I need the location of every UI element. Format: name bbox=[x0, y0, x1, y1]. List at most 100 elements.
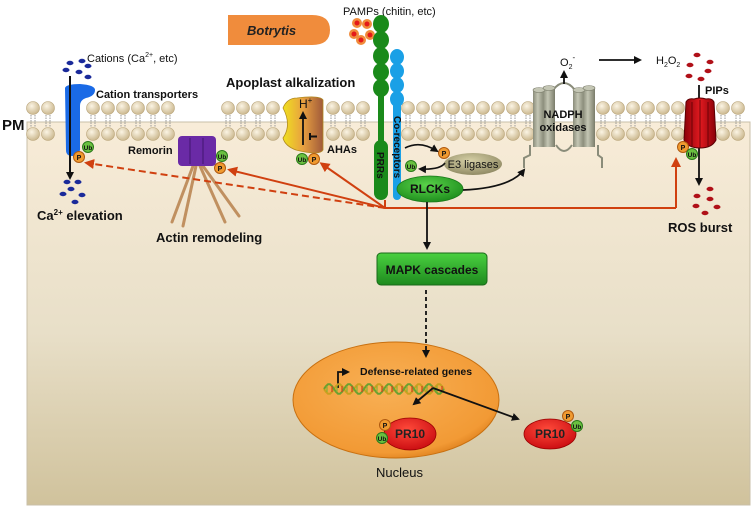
gene-to-cytoplasmic-pr10-arrow bbox=[432, 387, 520, 421]
transcription-start-arrow bbox=[337, 368, 350, 388]
lipid bbox=[251, 101, 265, 141]
pamps-chitin-particles bbox=[349, 18, 375, 45]
pr10-nuclear-modifications: P Ub bbox=[376, 419, 391, 444]
pips-label: PIPs bbox=[705, 85, 729, 97]
remorin-label: Remorin bbox=[128, 145, 173, 157]
lipid bbox=[86, 101, 100, 141]
lipid bbox=[26, 101, 40, 141]
lipid bbox=[101, 101, 115, 141]
lipid bbox=[491, 101, 505, 141]
lipid bbox=[611, 101, 625, 141]
pip-aquaporin bbox=[683, 85, 717, 186]
lipid bbox=[221, 101, 235, 141]
svg-text:P: P bbox=[77, 155, 82, 162]
nadph-oxidases-label-2: oxidases bbox=[539, 122, 586, 134]
signal-arrows bbox=[84, 157, 681, 209]
svg-text:P: P bbox=[566, 414, 571, 421]
rlcks bbox=[396, 175, 464, 203]
e3-ligases-label: E3 ligases bbox=[448, 159, 499, 171]
lipid bbox=[521, 101, 535, 141]
ros-burst-label: ROS burst bbox=[668, 220, 733, 235]
e3-ligases bbox=[444, 153, 502, 175]
h2o2-particles bbox=[685, 52, 714, 82]
pr10-cytoplasmic-label: PR10 bbox=[535, 427, 565, 441]
svg-text:Ub: Ub bbox=[218, 154, 227, 161]
co-receptor bbox=[390, 49, 404, 200]
pip-modifications: P Ub bbox=[677, 141, 698, 160]
rlck-to-nadph-arrow bbox=[462, 168, 526, 191]
co-receptors-label: Co-receptors bbox=[391, 116, 402, 179]
lipid bbox=[431, 101, 445, 141]
aha-modifications: Ub P bbox=[296, 153, 320, 165]
svg-text:Ub: Ub bbox=[84, 145, 93, 152]
lipid bbox=[341, 101, 355, 141]
cation-transporter-modifications: Ub P bbox=[73, 141, 94, 163]
lipid bbox=[461, 101, 475, 141]
svg-text:Ub: Ub bbox=[298, 157, 307, 164]
lipid bbox=[656, 101, 670, 141]
svg-text:P: P bbox=[218, 166, 223, 173]
plasma-membrane bbox=[26, 101, 745, 141]
h2o2-label: H2O2 bbox=[656, 55, 680, 69]
e3-phospho bbox=[438, 147, 450, 159]
lipid bbox=[41, 101, 55, 141]
prrs-label: PRRs bbox=[374, 152, 385, 179]
lipid bbox=[716, 101, 730, 141]
pr10-cytoplasmic-modifications: P Ub bbox=[562, 410, 583, 432]
svg-text:Ub: Ub bbox=[573, 424, 582, 431]
lipid bbox=[641, 101, 655, 141]
co-receptor-ub bbox=[405, 160, 417, 172]
lipid bbox=[236, 101, 250, 141]
cation-transporter bbox=[65, 76, 95, 180]
superoxide-label: O2- bbox=[560, 53, 575, 71]
lipid bbox=[356, 101, 370, 141]
e3-to-ub-arrow bbox=[418, 162, 446, 174]
dna-strand bbox=[323, 383, 445, 395]
botrytis-pathogen: Botrytis bbox=[228, 15, 330, 45]
lipid bbox=[131, 101, 145, 141]
mapk-cascades-label: MAPK cascades bbox=[386, 263, 479, 277]
cation-particles bbox=[62, 58, 92, 80]
lipid bbox=[596, 101, 610, 141]
pamps-label: PAMPs (chitin, etc) bbox=[343, 6, 436, 18]
ahas-label: AHAs bbox=[327, 144, 357, 156]
svg-text:P: P bbox=[383, 423, 388, 430]
remorin bbox=[178, 136, 216, 166]
actin-remodeling-label: Actin remodeling bbox=[156, 230, 262, 245]
gene-to-pr10-arrows bbox=[412, 387, 434, 406]
nadph-oxidases-label-1: NADPH bbox=[543, 109, 582, 121]
pr10-cytoplasmic bbox=[523, 418, 577, 450]
lipid bbox=[401, 101, 415, 141]
lipid bbox=[161, 101, 175, 141]
lipid bbox=[671, 101, 685, 141]
svg-text:Ub: Ub bbox=[688, 152, 697, 159]
nucleus-label: Nucleus bbox=[376, 465, 423, 480]
ros-burst-particles bbox=[692, 186, 721, 216]
defense-genes-label: Defense-related genes bbox=[360, 366, 472, 378]
lipid bbox=[731, 101, 745, 141]
remorin-modifications: Ub P bbox=[214, 150, 228, 174]
lipid bbox=[116, 101, 130, 141]
calcium-elevation-particles bbox=[59, 179, 86, 205]
svg-text:P: P bbox=[312, 157, 317, 164]
cations-label: Cations (Ca2+, etc) bbox=[87, 52, 178, 65]
pm-label: PM bbox=[2, 117, 25, 134]
lipid bbox=[446, 101, 460, 141]
svg-text:Ub: Ub bbox=[378, 436, 387, 443]
lipid bbox=[416, 101, 430, 141]
co-receptor-to-e3-arrow bbox=[404, 143, 439, 153]
e3-phospho-label: P bbox=[442, 151, 447, 158]
h-plus-label: H+ bbox=[299, 96, 313, 111]
actin-filaments bbox=[170, 164, 241, 228]
lipid bbox=[626, 101, 640, 141]
co-receptor-ub-label: Ub bbox=[407, 164, 416, 171]
lipid bbox=[326, 101, 340, 141]
aha-proton-pump bbox=[282, 96, 324, 154]
svg-text:P: P bbox=[681, 145, 686, 152]
lipid bbox=[506, 101, 520, 141]
lipid bbox=[476, 101, 490, 141]
rlcks-label: RLCKs bbox=[410, 182, 450, 196]
ca-elevation-label: Ca2+ elevation bbox=[37, 208, 123, 223]
nadph-oxidase bbox=[523, 70, 603, 168]
